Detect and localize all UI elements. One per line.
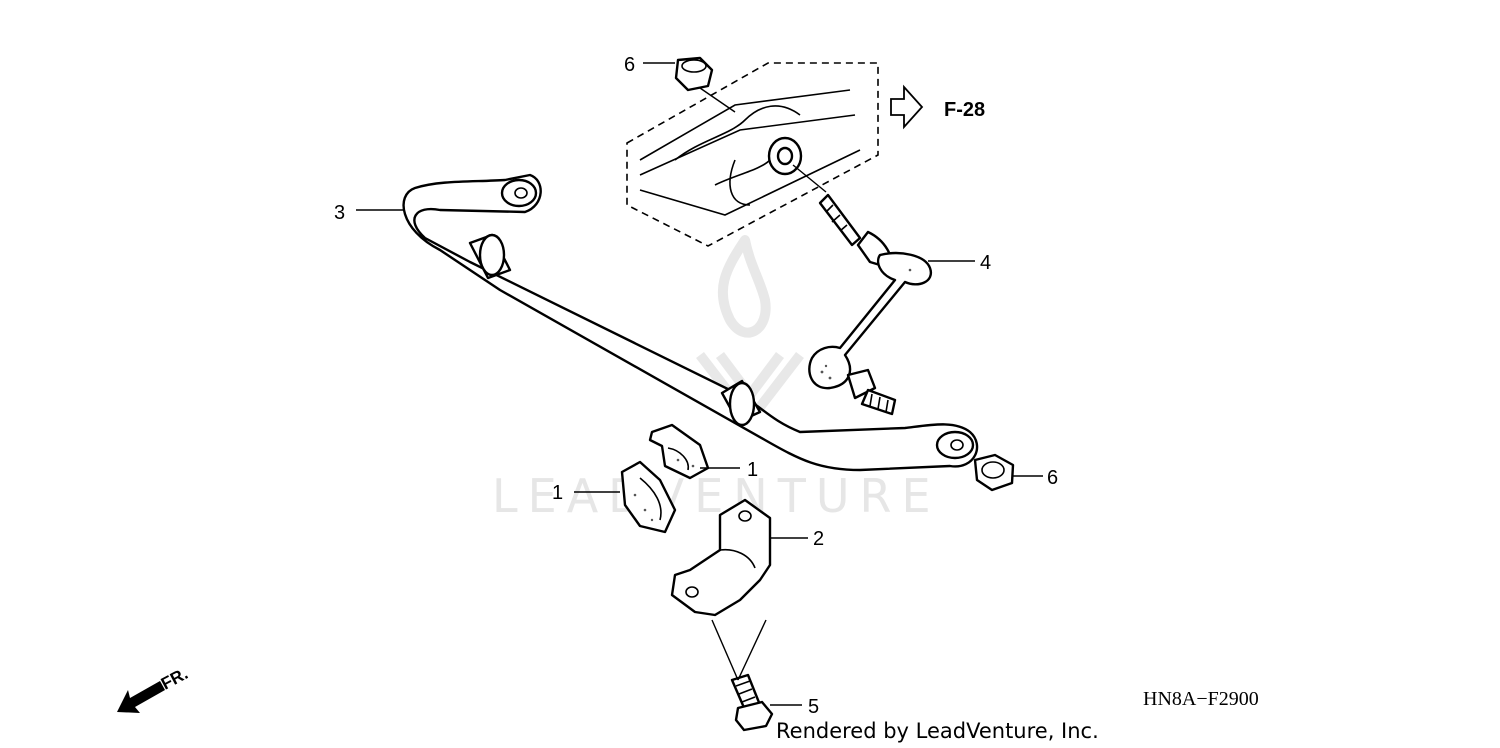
callout-1-upper: 1 — [747, 459, 758, 481]
flange-nut-bottom — [973, 453, 1015, 492]
stabilizer-link — [808, 193, 933, 416]
ref-arrow-f28[interactable]: F-28 — [890, 84, 985, 130]
flange-nut-top — [674, 56, 714, 92]
callout-2: 2 — [813, 528, 824, 550]
callout-6-top: 6 — [624, 54, 635, 76]
hollow-arrow-icon — [890, 84, 924, 130]
bushing-holder — [670, 498, 772, 617]
callout-1-lower: 1 — [552, 482, 563, 504]
watermark-text: LEADVENTURE — [492, 469, 941, 523]
callouts: 6 3 4 6 1 1 2 5 — [334, 54, 1058, 718]
bushing-lower — [620, 460, 677, 534]
credit-text: Rendered by LeadVenture, Inc. — [776, 719, 1099, 743]
stabilizer-bar — [402, 173, 979, 472]
callout-4: 4 — [980, 252, 991, 274]
callout-3: 3 — [334, 202, 345, 224]
front-indicator: FR. — [117, 664, 191, 713]
bushing-upper — [648, 423, 710, 480]
watermark: LEADVENTURE — [492, 235, 941, 523]
flange-bolt — [730, 673, 774, 732]
leader-lines — [356, 62, 1043, 706]
callout-5: 5 — [808, 696, 819, 718]
diagram-code: HN8A−F2900 — [1143, 688, 1259, 710]
ref-label: F-28 — [944, 99, 985, 121]
front-arrow-icon — [117, 681, 165, 713]
callout-6-bottom: 6 — [1047, 467, 1058, 489]
